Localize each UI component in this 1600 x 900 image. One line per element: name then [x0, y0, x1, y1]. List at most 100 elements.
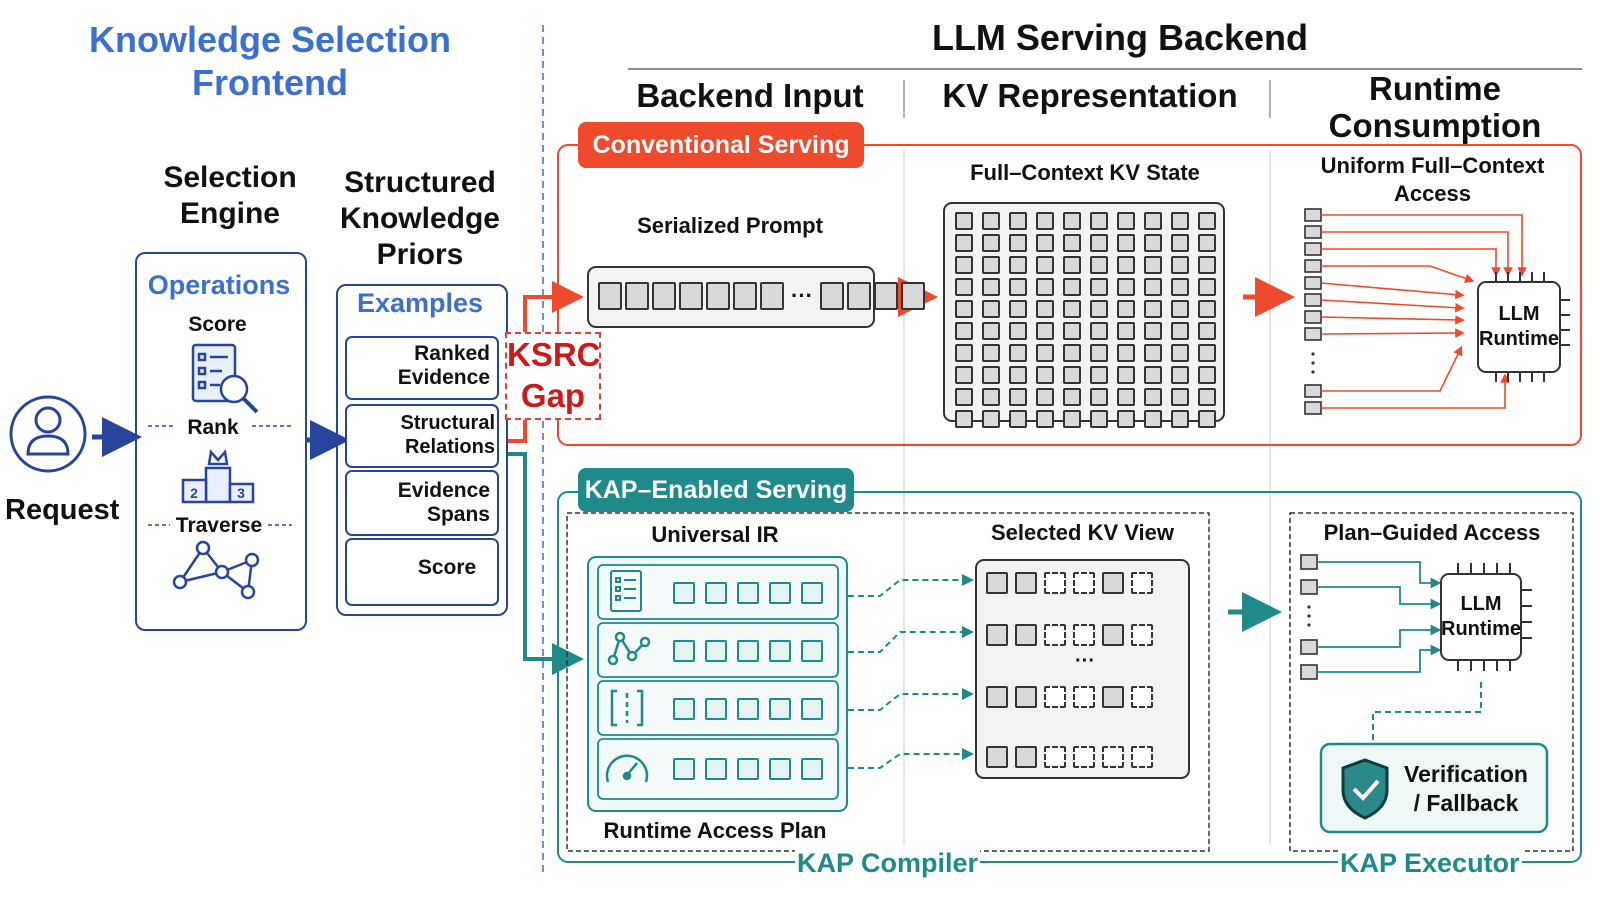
kv-cell: [982, 366, 1000, 384]
kv-cell: [1009, 388, 1027, 406]
svg-text:3: 3: [237, 485, 245, 501]
example-label-line2: Relations: [404, 436, 495, 458]
kv-cell-empty: [1073, 686, 1095, 708]
frontend-title: Knowledge Selection Frontend: [60, 18, 480, 104]
kv-cell: [982, 410, 1000, 428]
ir-list-icon: [610, 570, 642, 612]
backend-title: LLM Serving Backend: [931, 17, 1309, 58]
full-kv-grid: [955, 212, 1216, 428]
prompt-token: [760, 282, 784, 310]
kv-cell: [955, 278, 973, 296]
prompt-token: [625, 282, 649, 310]
kv-cell: [1063, 344, 1081, 362]
kv-cell: [1009, 322, 1027, 340]
kv-cell: [1117, 410, 1135, 428]
ir-cell: [769, 758, 791, 780]
llm-runtime-line2: Runtime: [1479, 328, 1559, 350]
kv-cell: [955, 366, 973, 384]
universal-ir-label: Universal IR: [651, 522, 779, 547]
selection-engine-heading-line2: Engine: [179, 197, 280, 230]
kv-cell: [1063, 410, 1081, 428]
prompt-token: [873, 282, 898, 310]
kv-cell: [1090, 410, 1108, 428]
ir-cells: [673, 640, 823, 662]
ir-row-2-cells: [673, 640, 823, 662]
kv-cell: [1198, 278, 1216, 296]
selection-engine-heading: Selection Engine: [135, 160, 325, 232]
kv-cell: [1009, 256, 1027, 274]
llm-runtime-line1: LLM: [1460, 593, 1502, 615]
verification-label: Verification / Fallback: [1392, 760, 1540, 818]
kv-cell: [1090, 344, 1108, 362]
kv-cell: [1198, 256, 1216, 274]
kv-cell-empty: [1131, 746, 1153, 768]
llm-runtime-chip-conventional: [1477, 272, 1570, 382]
uniform-access-dots: [1311, 352, 1315, 374]
example-label-line1: Ranked: [414, 342, 490, 365]
selected-kv-row: [986, 746, 1153, 768]
kv-cell-selected: [1015, 746, 1037, 768]
kv-cell: [1198, 344, 1216, 362]
kv-cell-selected: [1102, 572, 1124, 594]
ir-cell: [673, 582, 695, 604]
kv-cell-selected: [986, 572, 1008, 594]
score-magnifier-icon: [191, 343, 259, 414]
prompt-tokens-right: [819, 282, 925, 310]
kv-cell: [1144, 322, 1162, 340]
uniform-access-tokens: [1304, 208, 1322, 415]
ir-cells: [673, 758, 823, 780]
kv-cell: [982, 300, 1000, 318]
ir-cell: [673, 640, 695, 662]
kv-cell-selected: [1102, 624, 1124, 646]
ir-cell: [769, 582, 791, 604]
examples-panel: [336, 284, 508, 616]
priors-heading-line1: Structured: [344, 166, 496, 199]
kv-cell: [1198, 410, 1216, 428]
kv-cell: [1063, 234, 1081, 252]
prompt-token: [679, 282, 703, 310]
llm-runtime-line1: LLM: [1498, 303, 1540, 325]
shield-check-icon: [1341, 758, 1389, 820]
prompt-token: [900, 282, 925, 310]
kap-compiler-label: KAP Compiler: [795, 848, 981, 879]
request-label: Request: [5, 494, 120, 526]
op-rank-label: Rank: [187, 416, 239, 439]
kv-cell: [982, 322, 1000, 340]
kv-cell: [1009, 366, 1027, 384]
priors-heading-line2: Knowledge: [339, 202, 500, 235]
kv-cell: [1144, 366, 1162, 384]
kv-cell: [1036, 212, 1054, 230]
kv-cell: [1171, 410, 1189, 428]
example-evidence-spans-label: Evidence Spans: [390, 479, 490, 527]
col-runtime-consumption-line2: Consumption: [1328, 107, 1542, 144]
ksrc-gap-label: KSRC Gap: [505, 332, 601, 420]
example-score-label: Score: [417, 556, 477, 579]
ir-cells: [673, 582, 823, 604]
kv-cell: [1036, 256, 1054, 274]
kv-cell: [982, 234, 1000, 252]
operations-panel: [135, 252, 307, 631]
kv-cell: [1171, 322, 1189, 340]
serialized-prompt-tokens: ···: [598, 282, 925, 310]
kv-cell-selected: [986, 686, 1008, 708]
ir-cell: [769, 640, 791, 662]
ir-cell: [737, 640, 759, 662]
prompt-token: [598, 282, 622, 310]
kv-cell: [1009, 410, 1027, 428]
kv-cell: [955, 300, 973, 318]
ir-gauge-icon: [605, 754, 649, 783]
kv-cell: [1117, 300, 1135, 318]
ir-cell: [801, 640, 823, 662]
kv-cell: [1171, 212, 1189, 230]
selected-kv-row: [986, 624, 1153, 646]
kv-cell-selected: [986, 746, 1008, 768]
example-ranked-evidence-label: Ranked Evidence: [390, 342, 490, 390]
kv-cell: [1198, 388, 1216, 406]
frontend-title-line1: Knowledge Selection: [88, 19, 452, 60]
kv-cell: [1144, 212, 1162, 230]
kap-serving-box: [557, 491, 1582, 863]
prompt-token: [733, 282, 757, 310]
kv-cell: [1144, 344, 1162, 362]
prompt-tokens-left: [598, 282, 784, 310]
kv-cell: [1117, 278, 1135, 296]
